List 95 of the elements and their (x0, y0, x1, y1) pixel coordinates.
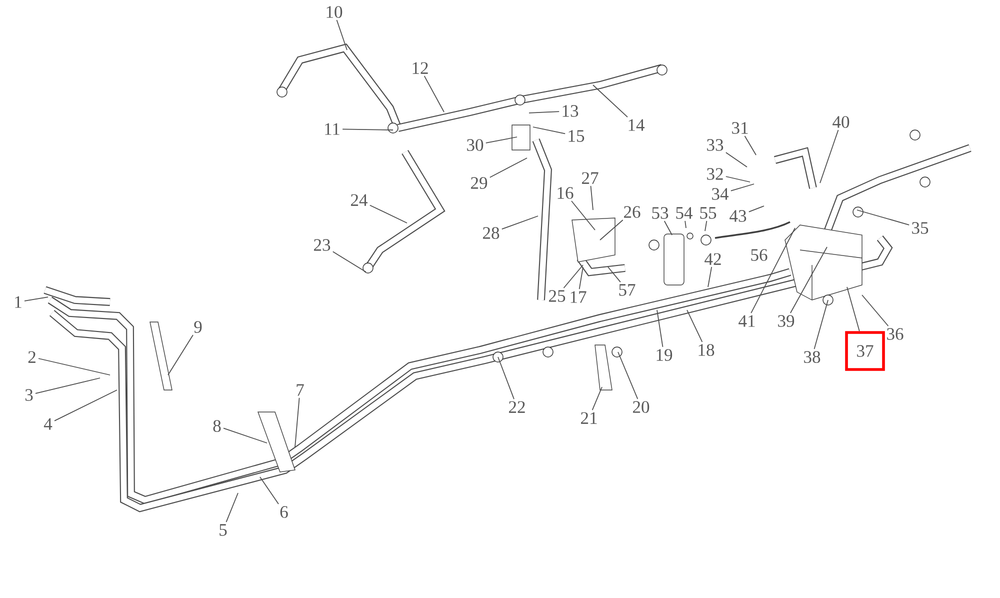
callout-number: 55 (700, 207, 716, 219)
callout-number: 42 (704, 253, 721, 265)
callout-number: 12 (412, 62, 428, 74)
leader-line (336, 20, 348, 50)
callout-number: 23 (314, 239, 330, 251)
callout-number: 21 (581, 412, 597, 424)
leader-line (54, 390, 118, 422)
callout-number: 15 (568, 130, 584, 142)
leader-line (501, 216, 538, 230)
leader-line (369, 204, 408, 224)
leader-line (332, 251, 366, 272)
leader-line (684, 220, 686, 228)
callout-number: 56 (751, 249, 768, 261)
leader-line (168, 334, 194, 376)
leader-line (38, 358, 110, 376)
leader-line (608, 266, 621, 282)
callout-number: 27 (582, 172, 598, 184)
leader-line (750, 228, 796, 314)
leader-line (226, 492, 238, 522)
leader-line (485, 136, 518, 144)
callout-number: 13 (562, 105, 578, 117)
callout-number: 25 (549, 290, 566, 302)
callout-number: 31 (732, 122, 748, 134)
leader-line (814, 300, 828, 350)
leader-line (489, 158, 528, 178)
callout-number: 1 (15, 296, 22, 308)
leader-line (24, 296, 48, 302)
leader-line (862, 294, 889, 326)
callout-number: 20 (633, 401, 650, 413)
leader-line (528, 111, 560, 114)
callout-number: 7 (296, 384, 304, 396)
callout-number: 33 (707, 139, 724, 151)
leader-line (294, 397, 300, 448)
callout-number: 29 (471, 177, 488, 189)
callout-number: 32 (707, 168, 723, 180)
callout-number: 17 (570, 291, 586, 303)
callout-number: 38 (804, 351, 820, 363)
callout-number: 35 (912, 222, 928, 234)
leader-line (790, 246, 828, 314)
leader-line (820, 130, 839, 184)
leader-line (656, 310, 664, 348)
callout-number: 54 (676, 207, 693, 219)
callout-number: 36 (887, 328, 904, 340)
callout-number: 40 (832, 116, 850, 128)
leader-line (260, 476, 279, 504)
callout-number: 11 (325, 123, 340, 135)
leader-line (725, 176, 750, 182)
callout-number: 9 (194, 321, 202, 333)
callout-number: 26 (624, 206, 640, 218)
callout-number: 24 (351, 194, 368, 206)
leader-line (590, 185, 594, 210)
callout-number: 14 (628, 119, 645, 131)
callout-number: 3 (25, 389, 33, 401)
leader-line (725, 152, 748, 168)
callout-number: 41 (738, 315, 755, 327)
leader-line (748, 206, 764, 212)
callout-number: 2 (28, 351, 36, 363)
leader-line (618, 352, 638, 400)
leader-line (730, 184, 754, 192)
leader-line (846, 286, 860, 332)
leader-line (571, 200, 596, 230)
leader-line (35, 378, 100, 394)
callout-number: 19 (656, 349, 672, 361)
leader-line (223, 428, 268, 444)
callout-number: 10 (326, 6, 342, 18)
leader-line (664, 220, 672, 236)
callout-number: 18 (698, 344, 714, 356)
callout-number: 34 (712, 188, 729, 200)
callout-number: 28 (483, 227, 500, 239)
callout-number: 43 (730, 210, 746, 222)
callout-number: 8 (213, 420, 221, 432)
callout-number: 4 (44, 418, 52, 430)
callout-number: 39 (778, 315, 794, 327)
leader-line (592, 84, 628, 118)
callout-number: 57 (619, 284, 636, 296)
leader-line (686, 310, 703, 342)
leader-line (498, 356, 514, 400)
leader-line (563, 264, 584, 288)
highlighted-callout-number: 37 (845, 331, 885, 371)
leader-line (424, 75, 444, 112)
leader-line (856, 210, 910, 226)
callout-number: 6 (280, 506, 288, 518)
leader-line (578, 266, 584, 290)
leader-line (592, 386, 602, 411)
leader-line (708, 266, 712, 288)
leader-line (342, 128, 394, 130)
callout-number: 5 (220, 524, 227, 536)
leader-line (704, 220, 708, 232)
callout-number: 16 (558, 187, 574, 199)
leader-line (600, 220, 624, 240)
callout-number: 22 (509, 401, 525, 413)
callout-number: 53 (652, 207, 668, 219)
callout-number: 30 (467, 139, 484, 151)
leader-line (744, 136, 756, 156)
leader-line (532, 126, 566, 134)
